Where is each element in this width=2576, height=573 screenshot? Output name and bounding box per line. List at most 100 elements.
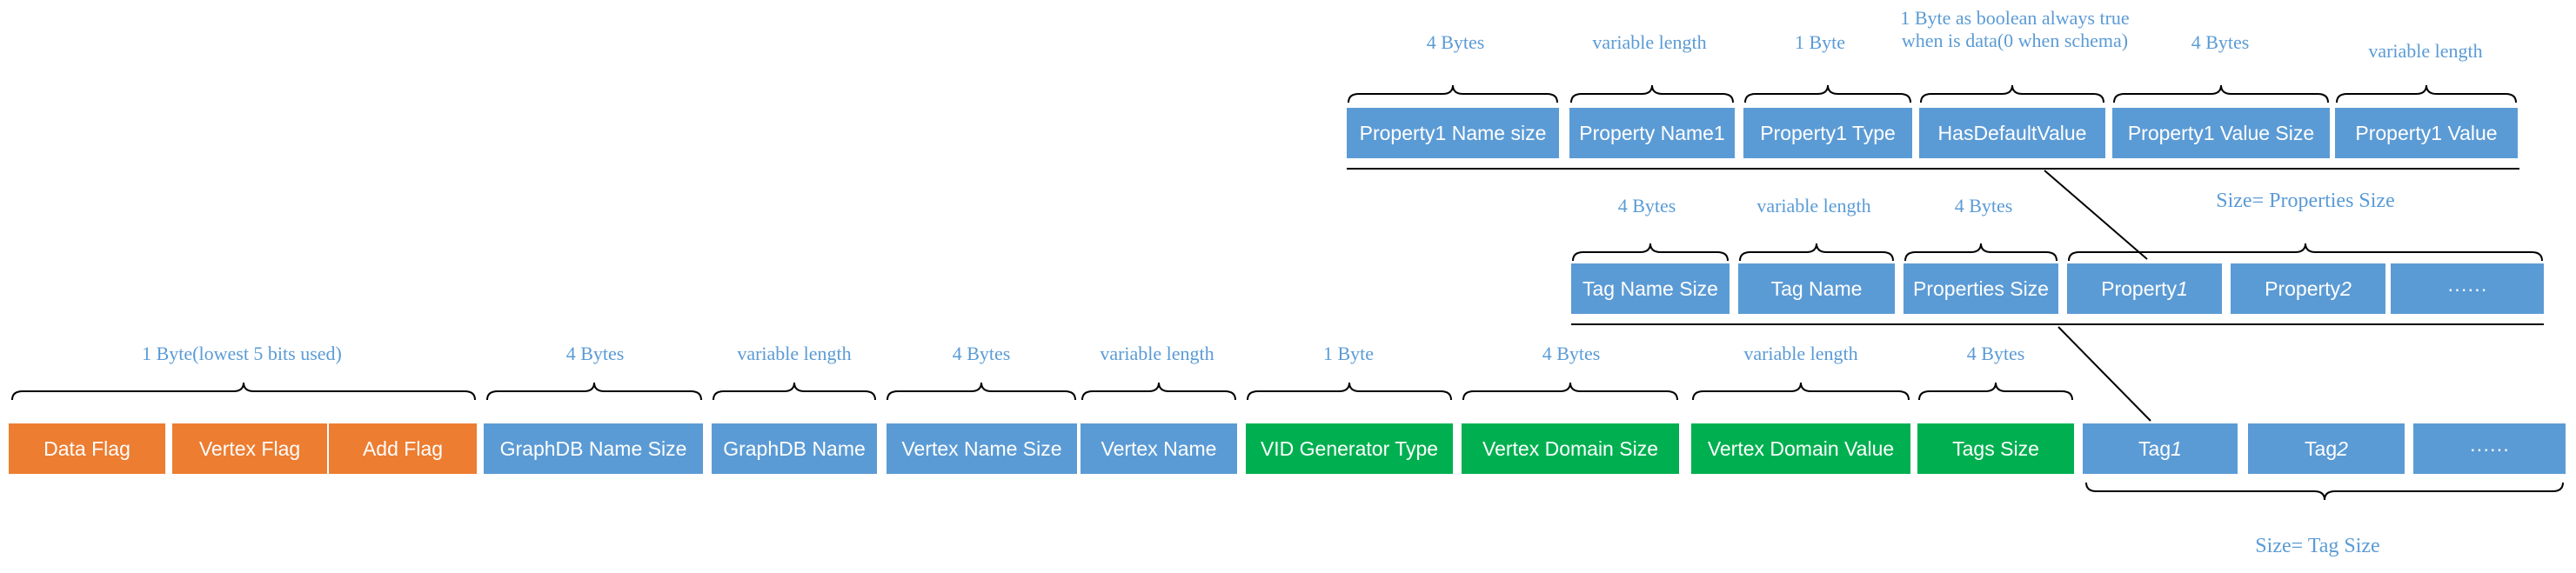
brace-property1-type bbox=[1744, 84, 1911, 103]
brace-flags bbox=[11, 382, 476, 401]
brace-vid-generator-type bbox=[1247, 382, 1452, 401]
field-label-index: 2 bbox=[2340, 277, 2352, 300]
field-property-more: ······ bbox=[2391, 263, 2544, 314]
brace-vertex-domain-value bbox=[1692, 382, 1910, 401]
size-label-property1-value-size: 4 Bytes bbox=[2191, 31, 2250, 53]
field-label: Vertex Domain Value bbox=[1707, 436, 1895, 460]
field-label: GraphDB Name bbox=[723, 436, 866, 460]
field-label-index: 1 bbox=[2177, 277, 2188, 300]
field-label: Property1 Value Size bbox=[2127, 121, 2315, 144]
field-vid-generator-type: VID Generator Type bbox=[1246, 423, 1453, 474]
brace-tag-group bbox=[2085, 482, 2564, 501]
field-property1-value: Property1 Value bbox=[2335, 108, 2518, 158]
size-label-graphdb-name: variable length bbox=[737, 343, 852, 364]
field-graphdb-name-size: GraphDB Name Size bbox=[484, 423, 703, 474]
field-vertex-domain-value: Vertex Domain Value bbox=[1691, 423, 1910, 474]
field-label: Tag Name bbox=[1770, 277, 1863, 300]
brace-graphdb-name-size bbox=[486, 382, 702, 401]
field-tag-more: ······ bbox=[2413, 423, 2566, 474]
size-label-vertex-domain-value: variable length bbox=[1743, 343, 1858, 364]
size-label-vertex-name: variable length bbox=[1100, 343, 1214, 364]
connector-property1 bbox=[2044, 170, 2148, 260]
brace-properties-size bbox=[1904, 243, 2057, 262]
field-label: Vertex Name Size bbox=[901, 436, 1062, 460]
field-graphdb-name: GraphDB Name bbox=[712, 423, 877, 474]
field-label: Property1 Type bbox=[1760, 121, 1896, 144]
field-property1-value-size: Property1 Value Size bbox=[2112, 108, 2330, 158]
field-property1-name-size: Property1 Name size bbox=[1347, 108, 1559, 158]
size-label-property-name1: variable length bbox=[1592, 31, 1707, 53]
field-vertex-domain-size: Vertex Domain Size bbox=[1462, 423, 1679, 474]
size-label-tags-size: 4 Bytes bbox=[1966, 343, 2025, 364]
field-label: Vertex Domain Size bbox=[1482, 436, 1658, 460]
field-property-name1: Property Name1 bbox=[1569, 108, 1735, 158]
field-vertex-name: Vertex Name bbox=[1081, 423, 1237, 474]
field-property1-type: Property1 Type bbox=[1743, 108, 1912, 158]
brace-tag-name bbox=[1739, 243, 1894, 262]
field-label: Data Flag bbox=[43, 436, 130, 460]
brace-tags-size bbox=[1918, 382, 2073, 401]
size-label-vertex-name-size: 4 Bytes bbox=[952, 343, 1011, 364]
brace-property-name1 bbox=[1570, 84, 1734, 103]
field-add-flag: Add Flag bbox=[329, 423, 477, 474]
brace-properties-group bbox=[2068, 243, 2543, 262]
size-label-property1-name-size: 4 Bytes bbox=[1426, 31, 1485, 53]
brace-vertex-domain-size bbox=[1462, 382, 1678, 401]
group-label-properties-size: Size= Properties Size bbox=[2216, 190, 2395, 212]
size-label-flags: 1 Byte(lowest 5 bits used) bbox=[142, 343, 342, 364]
field-label: Properties Size bbox=[1913, 277, 2049, 300]
field-tag-name: Tag Name bbox=[1738, 263, 1895, 314]
brace-property1-name-size bbox=[1348, 84, 1558, 103]
field-label: ······ bbox=[2469, 436, 2510, 460]
field-label: VID Generator Type bbox=[1260, 436, 1439, 460]
size-label-tag-name: variable length bbox=[1756, 195, 1871, 217]
field-has-default-value: HasDefaultValue bbox=[1919, 108, 2105, 158]
group-label-tag-size: Size= Tag Size bbox=[2255, 535, 2380, 557]
field-label-index: 1 bbox=[2171, 436, 2182, 460]
size-label-graphdb-name-size: 4 Bytes bbox=[565, 343, 625, 364]
size-label-has-default-value: 1 Byte as boolean always true when is da… bbox=[1900, 7, 2130, 51]
field-label: Property1 Name size bbox=[1359, 121, 1547, 144]
field-label-prefix: Tag bbox=[2138, 436, 2171, 460]
field-label: Vertex Flag bbox=[198, 436, 301, 460]
field-properties-size: Properties Size bbox=[1904, 263, 2058, 314]
brace-graphdb-name bbox=[713, 382, 876, 401]
field-label: Vertex Name bbox=[1101, 436, 1217, 460]
brace-has-default-value bbox=[1920, 84, 2104, 103]
field-label-prefix: Property bbox=[2101, 277, 2178, 300]
field-label: HasDefaultValue bbox=[1937, 121, 2087, 144]
field-label-index: 2 bbox=[2337, 436, 2348, 460]
connector-tag1 bbox=[2057, 326, 2151, 422]
field-label: Property1 Value bbox=[2355, 121, 2498, 144]
size-label-properties-size: 4 Bytes bbox=[1954, 195, 2013, 217]
field-label-prefix: Property bbox=[2265, 277, 2341, 300]
size-label-tag-name-size: 4 Bytes bbox=[1617, 195, 1676, 217]
field-tags-size: Tags Size bbox=[1917, 423, 2074, 474]
brace-vertex-name bbox=[1081, 382, 1236, 401]
field-vertex-flag: Vertex Flag bbox=[172, 423, 327, 474]
size-label-vertex-domain-size: 4 Bytes bbox=[1542, 343, 1601, 364]
field-tag-name-size: Tag Name Size bbox=[1571, 263, 1730, 314]
brace-tag-name-size bbox=[1572, 243, 1729, 262]
field-label: Property Name1 bbox=[1579, 121, 1725, 144]
field-label: Add Flag bbox=[362, 436, 444, 460]
brace-property1-value bbox=[2336, 84, 2517, 103]
size-label-vid-generator-type: 1 Byte bbox=[1322, 343, 1375, 364]
field-label: GraphDB Name Size bbox=[499, 436, 687, 460]
field-label-prefix: Tag bbox=[2305, 436, 2338, 460]
brace-property1-value-size bbox=[2113, 84, 2329, 103]
field-label: Tag Name Size bbox=[1582, 277, 1718, 300]
field-label: ······ bbox=[2447, 277, 2487, 300]
size-label-property1-value: variable length bbox=[2368, 40, 2483, 62]
field-data-flag: Data Flag bbox=[9, 423, 165, 474]
field-vertex-name-size: Vertex Name Size bbox=[887, 423, 1077, 474]
size-label-property1-type: 1 Byte bbox=[1794, 31, 1846, 53]
field-label: Tags Size bbox=[1952, 436, 2039, 460]
brace-vertex-name-size bbox=[887, 382, 1076, 401]
